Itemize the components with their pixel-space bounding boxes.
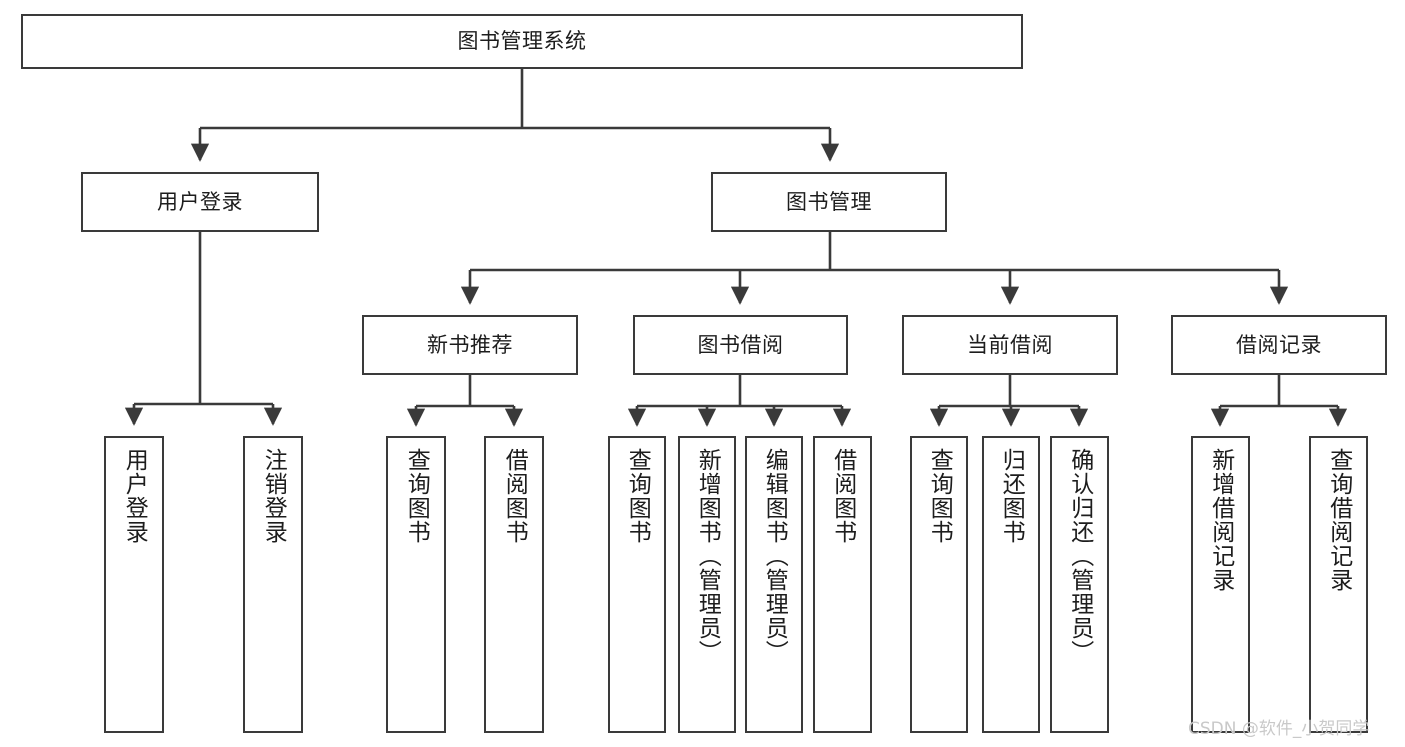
leaf-user-logout-label: 注销登录	[260, 448, 287, 544]
node-new-book-rec[interactable]: 新书推荐	[362, 315, 578, 375]
node-book-borrow[interactable]: 图书借阅	[633, 315, 848, 375]
leaf-borrow-book-rec-label: 借阅图书	[501, 448, 528, 544]
node-root[interactable]: 图书管理系统	[21, 14, 1023, 69]
leaf-user-login[interactable]: 用户登录	[104, 436, 164, 733]
watermark: CSDN @软件_小贺同学	[1188, 719, 1370, 739]
leaf-edit-book-label: 编辑图书（管理员）	[761, 448, 788, 664]
leaf-add-record-label: 新增借阅记录	[1207, 448, 1234, 592]
leaf-add-book-label: 新增图书（管理员）	[694, 448, 721, 664]
node-book-admin[interactable]: 图书管理	[711, 172, 947, 232]
leaf-query-book-cur-label: 查询图书	[926, 448, 953, 544]
node-user-login[interactable]: 用户登录	[81, 172, 319, 232]
node-root-label: 图书管理系统	[457, 29, 587, 54]
node-new-book-rec-label: 新书推荐	[427, 332, 513, 357]
leaf-borrow-book[interactable]: 借阅图书	[813, 436, 872, 733]
node-borrow-record[interactable]: 借阅记录	[1171, 315, 1387, 375]
leaf-query-book-cur[interactable]: 查询图书	[910, 436, 968, 733]
leaf-query-book-rec-label: 查询图书	[403, 448, 430, 544]
leaf-edit-book[interactable]: 编辑图书（管理员）	[745, 436, 803, 733]
leaf-user-logout[interactable]: 注销登录	[243, 436, 303, 733]
leaf-confirm-return[interactable]: 确认归还（管理员）	[1050, 436, 1109, 733]
node-book-admin-label: 图书管理	[786, 189, 872, 214]
node-current-borrow[interactable]: 当前借阅	[902, 315, 1118, 375]
leaf-user-login-label: 用户登录	[121, 448, 148, 544]
node-user-login-label: 用户登录	[157, 189, 243, 214]
leaf-query-record[interactable]: 查询借阅记录	[1309, 436, 1368, 733]
leaf-borrow-book-label: 借阅图书	[829, 448, 856, 544]
leaf-return-book-label: 归还图书	[998, 448, 1025, 544]
leaf-add-record[interactable]: 新增借阅记录	[1191, 436, 1250, 733]
leaf-query-book-borrow[interactable]: 查询图书	[608, 436, 666, 733]
node-book-borrow-label: 图书借阅	[697, 332, 784, 357]
node-borrow-record-label: 借阅记录	[1236, 332, 1322, 357]
leaf-add-book[interactable]: 新增图书（管理员）	[678, 436, 736, 733]
leaf-return-book[interactable]: 归还图书	[982, 436, 1040, 733]
leaf-confirm-return-label: 确认归还（管理员）	[1066, 448, 1093, 664]
node-current-borrow-label: 当前借阅	[967, 332, 1053, 357]
leaf-query-book-rec[interactable]: 查询图书	[386, 436, 446, 733]
leaf-borrow-book-rec[interactable]: 借阅图书	[484, 436, 544, 733]
leaf-query-record-label: 查询借阅记录	[1325, 448, 1352, 592]
leaf-query-book-borrow-label: 查询图书	[624, 448, 651, 544]
